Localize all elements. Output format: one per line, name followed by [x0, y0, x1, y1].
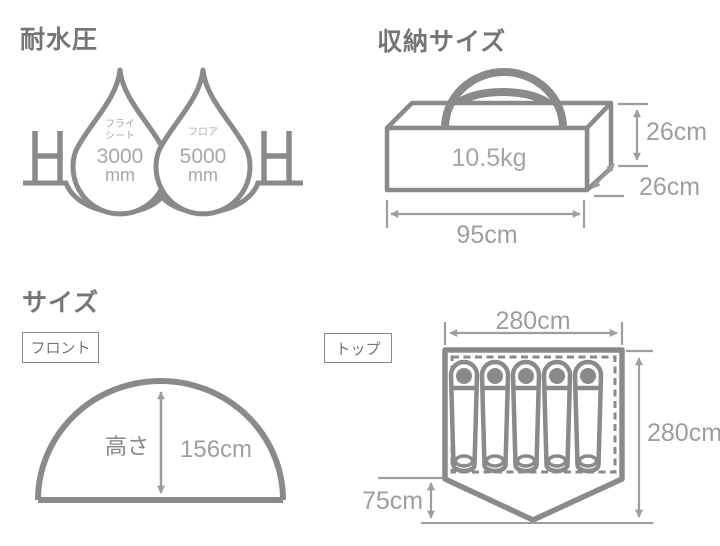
floor-unit: mm	[188, 165, 218, 185]
fabric-line	[23, 180, 303, 216]
water-drops-graphic	[23, 67, 303, 217]
front-view-graphic	[35, 378, 286, 503]
sleeping-bag-foot	[546, 454, 568, 468]
bag-length-value: 95cm	[456, 221, 518, 249]
dome-height-value: 156cm	[180, 436, 253, 463]
bag-depth-value: 26cm	[639, 173, 701, 201]
flysheet-value: 3000	[96, 145, 144, 168]
sleeper-head	[580, 368, 596, 384]
bag-dimension-lines	[385, 102, 648, 228]
sleeper-head	[487, 368, 503, 384]
flysheet-label-line2: シート	[105, 130, 135, 142]
storage-bag-graphic	[384, 68, 648, 228]
bag-height-value: 26cm	[646, 118, 708, 146]
top-view-tag: トップ	[324, 333, 392, 363]
dome-height-label: 高さ	[104, 434, 150, 459]
top-view-graphic	[378, 322, 653, 524]
bag-front-face	[384, 125, 590, 193]
tent-length-value: 280cm	[647, 419, 720, 447]
sleeper-icon	[572, 359, 604, 474]
sleepers-group	[448, 359, 604, 474]
h-glyph-left	[32, 131, 63, 185]
sleeper-icon	[479, 359, 511, 474]
top-view-dimension-lines	[378, 322, 653, 524]
sleeper-icon	[510, 359, 542, 474]
sleeper-head	[549, 368, 565, 384]
sleeper-icon	[541, 359, 573, 474]
bag-weight: 10.5kg	[451, 144, 527, 172]
floor-label: フロア	[188, 127, 218, 138]
size-title: サイズ	[22, 289, 100, 317]
flysheet-drop	[70, 67, 170, 217]
h-glyph-right	[261, 131, 292, 185]
vestibule-depth-value: 75cm	[362, 487, 424, 515]
sleeping-bag-foot	[484, 454, 506, 468]
sleeper-head	[456, 368, 472, 384]
tent-width-value: 280cm	[495, 307, 571, 335]
flysheet-label: フライ シート	[105, 119, 135, 142]
floor-drop	[153, 67, 253, 217]
sleeper-icon	[448, 359, 480, 474]
water-resistance-title: 耐水圧	[20, 26, 99, 54]
sleeping-bag-foot	[453, 454, 475, 468]
flysheet-unit: mm	[105, 165, 135, 185]
front-view-tag: フロント	[22, 332, 99, 363]
depth-arrow	[592, 163, 615, 189]
flysheet-label-line1: フライ	[105, 119, 135, 130]
sleeping-bag-foot	[515, 454, 537, 468]
bag-top-face	[384, 100, 614, 131]
floor-value: 5000	[179, 145, 227, 168]
packed-size-title: 収納サイズ	[377, 28, 507, 56]
sleeper-head	[518, 368, 534, 384]
sleeping-bag-foot	[577, 454, 599, 468]
bag-handle-front	[441, 68, 567, 129]
